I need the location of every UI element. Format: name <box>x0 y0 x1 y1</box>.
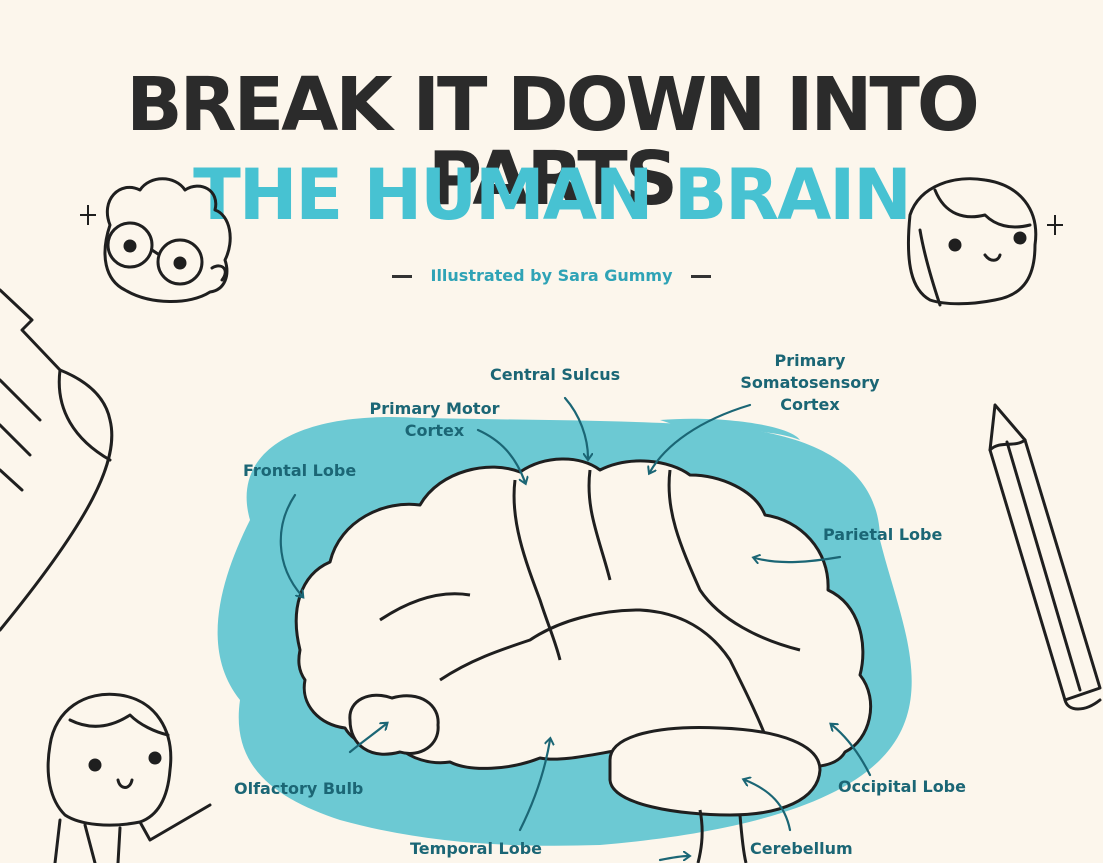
arrow-temporal-lobe <box>518 740 550 832</box>
label-arrows <box>279 396 872 862</box>
label-cerebellum: Cerebellum <box>750 839 853 858</box>
label-occipital-lobe: Occipital Lobe <box>838 777 966 796</box>
credit-text: Illustrated by Sara Gummy <box>430 266 673 285</box>
sparkle-icon <box>80 205 96 225</box>
arrow-bottom <box>658 856 688 862</box>
page-title: BREAK IT DOWN INTO PARTS <box>126 62 980 222</box>
label-somatosensory-line2: Somatosensory <box>740 373 880 392</box>
teacher-girl-icon <box>46 692 212 863</box>
label-temporal-lobe: Temporal Lobe <box>410 839 542 858</box>
arrow-olfactory-bulb <box>348 724 386 754</box>
arrow-frontal-lobe <box>279 493 302 596</box>
label-somatosensory-line1: Primary <box>774 351 846 370</box>
label-central-sulcus: Central Sulcus <box>490 365 621 384</box>
girl-face-icon <box>906 177 1038 307</box>
page-subtitle: THE HUMAN BRAIN <box>193 154 912 236</box>
label-somatosensory-line3: Cortex <box>780 395 840 414</box>
label-olfactory-bulb: Olfactory Bulb <box>234 779 364 798</box>
label-frontal-lobe: Frontal Lobe <box>243 461 357 480</box>
label-primary-motor-cortex: Primary Motor Cortex <box>362 398 507 442</box>
arrow-motor-cortex <box>476 428 525 482</box>
pencil-icon <box>988 403 1102 711</box>
sparkle-icon-right <box>1047 215 1063 235</box>
label-parietal-lobe: Parietal Lobe <box>823 525 943 544</box>
credit-dash-left <box>392 275 413 278</box>
arrow-parietal-lobe <box>755 557 842 562</box>
cerebrum-outline <box>294 457 873 770</box>
illustrator-credit: Illustrated by Sara Gummy <box>0 266 1103 285</box>
label-primary-somatosensory-cortex: Primary Somatosensory Cortex <box>730 350 890 416</box>
cerebellum-shape <box>608 726 822 817</box>
boy-with-glasses-icon <box>103 177 232 303</box>
label-motor-line2: Cortex <box>404 421 465 440</box>
brainstem-shape <box>696 809 748 863</box>
paper-sheet-icon <box>0 288 114 632</box>
olfactory-bulb-shape <box>348 693 440 756</box>
label-motor-line1: Primary Motor <box>369 399 500 418</box>
arrow-somatosensory <box>650 403 752 472</box>
credit-dash-right <box>690 275 711 278</box>
arrow-central-sulcus <box>563 396 588 458</box>
arrow-cerebellum <box>745 780 792 832</box>
arrow-occipital-lobe <box>832 725 872 777</box>
